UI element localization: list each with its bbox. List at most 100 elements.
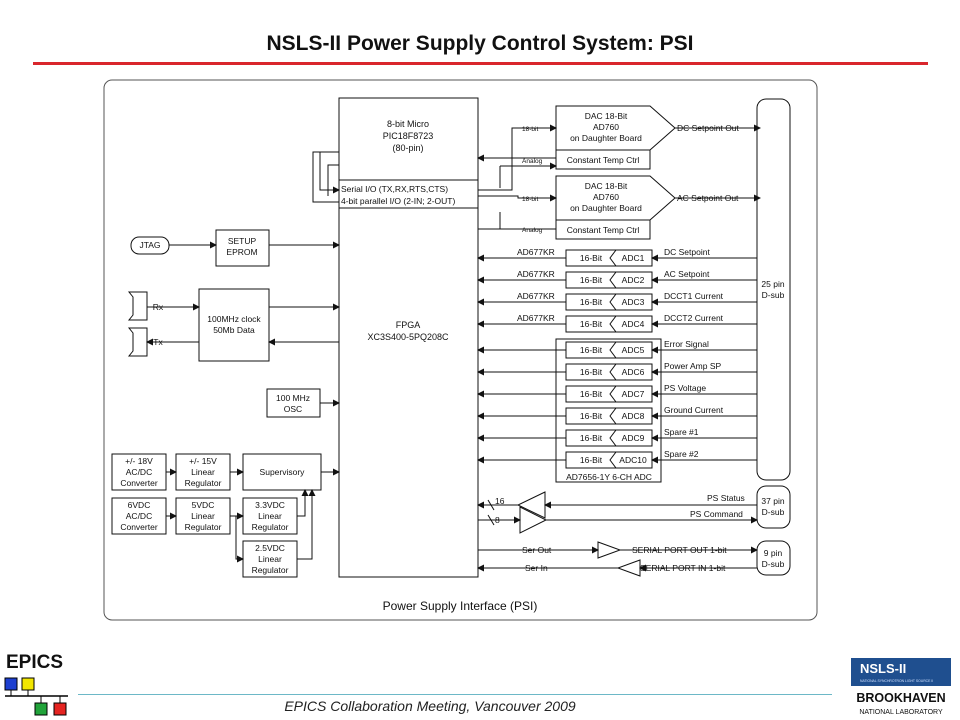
adc-lower-6-bits-label: 16-Bit bbox=[580, 455, 603, 465]
dac1-analog-label: Analog bbox=[522, 158, 543, 165]
dsub25-line2: D-sub bbox=[762, 290, 785, 300]
micro-line2: PIC18F8723 bbox=[383, 131, 434, 141]
setup-line1: SETUP bbox=[228, 236, 257, 246]
brookhaven-logo: NSLS-II NATIONAL SYNCHROTRON LIGHT SOURC… bbox=[851, 658, 951, 716]
adc-lower-3-adc-label: ADC7 bbox=[622, 389, 645, 399]
dac1-output-label: DC Setpoint Out bbox=[677, 123, 740, 133]
conv6-line3: Converter bbox=[120, 522, 157, 532]
setup-eprom-block bbox=[215, 229, 270, 267]
dac1-line1: DAC 18-Bit bbox=[585, 111, 628, 121]
dac1-line3: on Daughter Board bbox=[570, 133, 642, 143]
nsls-logo-subtext: NATIONAL SYNCHROTRON LIGHT SOURCE II bbox=[860, 679, 933, 683]
temp1-block bbox=[555, 149, 651, 170]
adc-lower-1-bits-label: 16-Bit bbox=[580, 345, 603, 355]
bus16-label: 16 bbox=[495, 496, 505, 506]
title-divider bbox=[33, 62, 928, 65]
tx-port bbox=[127, 327, 148, 357]
micro-line3: (80-pin) bbox=[392, 143, 423, 153]
bus8-label: 8 bbox=[495, 515, 500, 525]
reg15-line3: Regulator bbox=[185, 478, 222, 488]
brookhaven-text: BROOKHAVEN bbox=[856, 691, 945, 705]
dac2-line2: AD760 bbox=[593, 192, 619, 202]
micro-line1: 8-bit Micro bbox=[387, 119, 429, 129]
setup-line2: EPROM bbox=[226, 247, 257, 257]
adc-upper-4-signal-label: DCCT2 Current bbox=[664, 313, 724, 323]
adc-upper-2-adc-box bbox=[609, 271, 653, 289]
ps-command-buffer bbox=[519, 506, 548, 534]
adc-lower-4-adc-label: ADC8 bbox=[622, 411, 645, 421]
adc-lower-3-signal-label: PS Voltage bbox=[664, 383, 706, 393]
adc-upper-1-chip-label: AD677KR bbox=[517, 247, 555, 257]
temp2-label: Constant Temp Ctrl bbox=[567, 225, 640, 235]
adc-group-box bbox=[555, 338, 662, 483]
reg5-line3: Regulator bbox=[185, 522, 222, 532]
adc-lower-1-adc-label: ADC5 bbox=[622, 345, 645, 355]
dac2-output-label: AC Setpoint Out bbox=[677, 193, 739, 203]
bnl-subtext: NATIONAL LABORATORY bbox=[859, 709, 943, 716]
reg33-line1: 3.3VDC bbox=[255, 500, 285, 510]
adc-upper-3-bits-label: 16-Bit bbox=[580, 297, 603, 307]
adc-lower-4-signal-label: Ground Current bbox=[664, 405, 724, 415]
conv18-line1: +/- 18V bbox=[125, 456, 153, 466]
rx-label: Rx bbox=[153, 302, 164, 312]
dac2-analog-label: Analog bbox=[522, 227, 543, 234]
dac2-line1: DAC 18-Bit bbox=[585, 181, 628, 191]
adc-lower-5-adc-box bbox=[609, 429, 653, 447]
reg5-line2: Linear bbox=[191, 511, 215, 521]
jtag-label: JTAG bbox=[139, 240, 160, 250]
reg25-line2: Linear bbox=[258, 554, 282, 564]
fpga-block bbox=[338, 97, 479, 578]
ps-status-label: PS Status bbox=[707, 493, 745, 503]
adc-upper-4-chip-label: AD677KR bbox=[517, 313, 555, 323]
adc-lower-5-bits-label: 16-Bit bbox=[580, 433, 603, 443]
adc-upper-3-adc-box bbox=[609, 293, 653, 311]
ps-status-buffer bbox=[516, 491, 546, 519]
adc-lower-4-bits-label: 16-Bit bbox=[580, 411, 603, 421]
reg25-line3: Regulator bbox=[252, 565, 289, 575]
conv18-line3: Converter bbox=[120, 478, 157, 488]
parallel-io-label: 4-bit parallel I/O (2-IN; 2-OUT) bbox=[341, 196, 455, 206]
conv6-line1: 6VDC bbox=[128, 500, 151, 510]
ser-out-label: Ser Out bbox=[522, 545, 552, 555]
epics-logo-icon bbox=[4, 677, 68, 716]
reg33-line3: Regulator bbox=[252, 522, 289, 532]
adc-upper-2-signal-label: AC Setpoint bbox=[664, 269, 710, 279]
serial-out-buffer bbox=[597, 541, 622, 559]
epics-logo-text: EPICS bbox=[6, 652, 64, 673]
serial-in-label: SERIAL PORT IN 1-bit bbox=[640, 563, 726, 573]
dsub37-line1: 37 pin bbox=[761, 496, 784, 506]
dac2-bits-label: 18-bit bbox=[522, 196, 538, 203]
adc-upper-1-adc-label: ADC1 bbox=[622, 253, 645, 263]
dsub37-line2: D-sub bbox=[762, 507, 785, 517]
adc-lower-4-adc-box bbox=[609, 407, 653, 425]
adc-upper-4-bits-label: 16-Bit bbox=[580, 319, 603, 329]
dac2-block bbox=[555, 175, 676, 221]
reg15-line1: +/- 15V bbox=[189, 456, 217, 466]
adc-upper-4-adc-box bbox=[609, 315, 653, 333]
clock-block bbox=[198, 288, 270, 362]
adc-lower-1-signal-label: Error Signal bbox=[664, 339, 709, 349]
adc-lower-6-adc-label: ADC10 bbox=[619, 455, 647, 465]
serial-in-buffer bbox=[616, 559, 641, 577]
supervisory-label: Supervisory bbox=[260, 467, 306, 477]
dsub37-connector bbox=[756, 485, 791, 529]
adc-lower-3-adc-box bbox=[609, 385, 653, 403]
dac1-line2: AD760 bbox=[593, 122, 619, 132]
adc-upper-1-signal-label: DC Setpoint bbox=[664, 247, 710, 257]
dac1-bits-label: 18-bit bbox=[522, 126, 538, 133]
dsub9-line1: 9 pin bbox=[764, 548, 783, 558]
adc-lower-2-adc-box bbox=[609, 363, 653, 381]
clock-line2: 50Mb Data bbox=[213, 325, 255, 335]
conv6-line2: AC/DC bbox=[126, 511, 152, 521]
page-title: NSLS-II Power Supply Control System: PSI bbox=[266, 32, 694, 55]
clock-line1: 100MHz clock bbox=[207, 314, 261, 324]
reg15-line2: Linear bbox=[191, 467, 215, 477]
adc-lower-5-adc-label: ADC9 bbox=[622, 433, 645, 443]
osc-line1: 100 MHz bbox=[276, 393, 310, 403]
adc-lower-1-adc-box bbox=[609, 341, 653, 359]
adc-lower-2-bits-label: 16-Bit bbox=[580, 367, 603, 377]
adc-upper-2-bits-label: 16-Bit bbox=[580, 275, 603, 285]
fpga-line2: XC3S400-5PQ208C bbox=[367, 332, 449, 342]
adc-group-label: AD7656-1Y 6-CH ADC bbox=[566, 472, 652, 482]
